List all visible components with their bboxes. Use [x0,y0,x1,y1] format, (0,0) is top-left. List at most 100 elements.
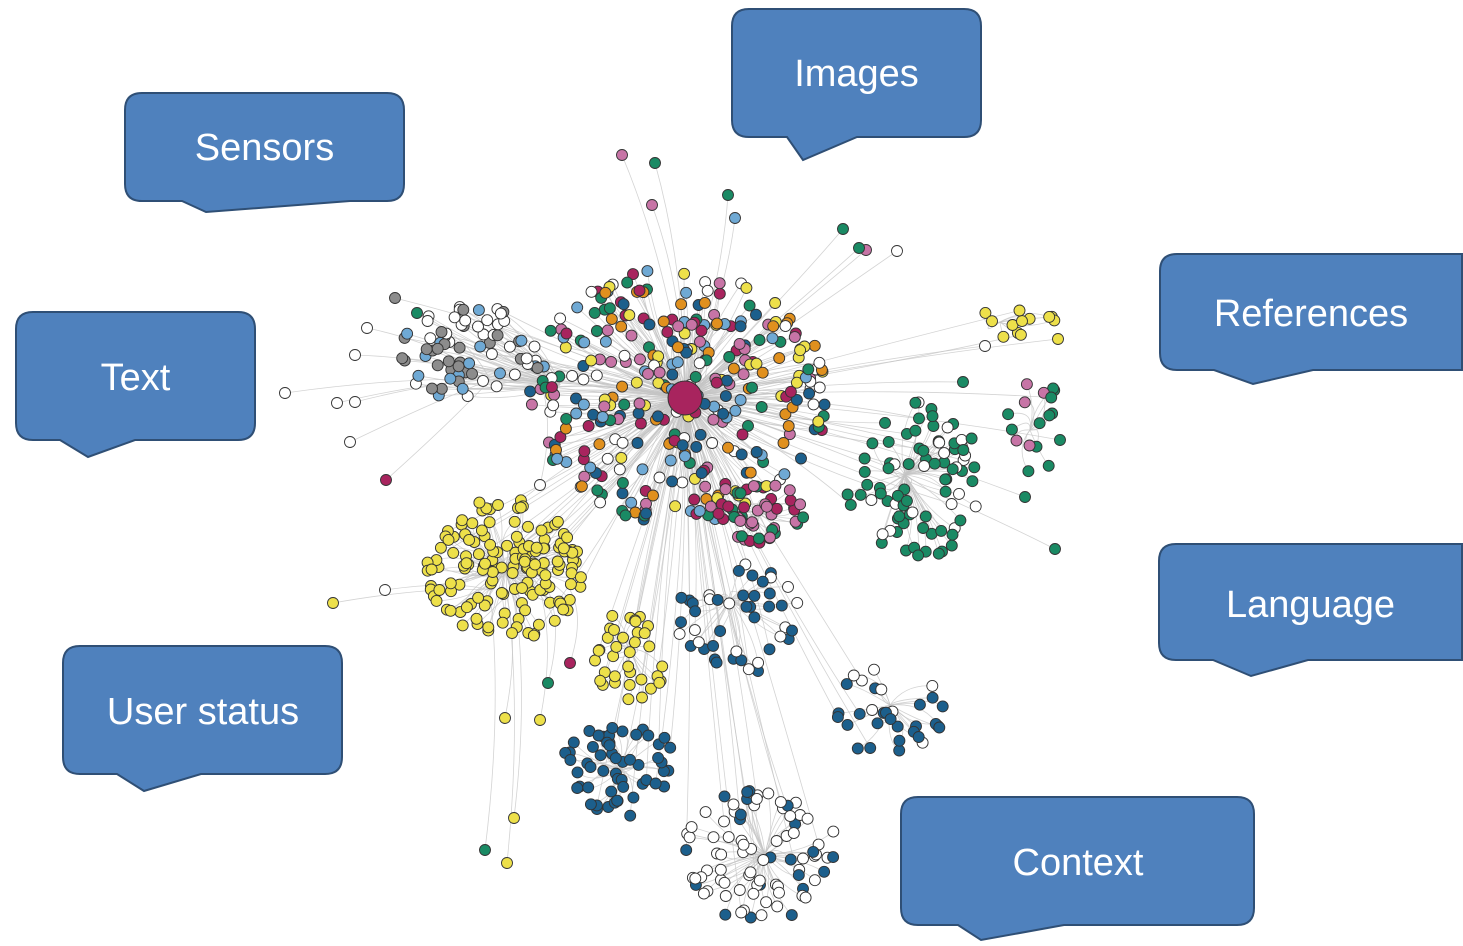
network-node [478,599,491,612]
network-edge [657,397,686,677]
network-node [840,678,853,691]
network-node [774,630,787,643]
network-node [773,352,786,365]
network-node [792,869,805,882]
network-node [571,766,584,779]
network-node [675,616,687,629]
network-node [501,857,513,869]
network-node [997,330,1010,343]
network-node [470,612,483,625]
network-node [460,557,473,570]
network-node [874,487,887,500]
network-node [750,446,763,458]
network-node [459,314,472,327]
network-node [812,415,825,428]
network-node [777,437,790,449]
network-node [570,392,582,405]
network-node [596,411,609,423]
network-node [636,463,649,476]
network-node [770,835,783,847]
network-node [718,815,730,828]
network-node [472,304,485,317]
network-node [574,571,587,584]
network-node [456,514,469,527]
network-node [491,329,504,342]
network-node [421,315,434,327]
network-node [657,315,670,328]
network-node [763,600,776,613]
network-node [622,660,635,673]
network-node [784,810,797,823]
network-node [584,761,597,773]
network-node [631,437,644,449]
network-node [694,428,707,441]
network-node [861,478,874,491]
network-node [508,368,521,381]
network-node [710,376,723,389]
network-node [635,673,648,686]
network-node [585,354,598,367]
network-node [954,514,967,527]
network-node [782,420,795,433]
network-node [647,489,659,502]
network-node [757,854,770,866]
network-node [741,786,754,798]
network-node [442,533,455,546]
network-node [627,268,639,281]
network-node [557,603,570,616]
network-node [473,496,486,509]
network-node [633,284,646,297]
network-node [717,407,730,420]
network-node [786,624,798,637]
network-node [794,344,807,357]
network-node [688,493,701,506]
network-node [710,656,723,669]
network-node [813,381,826,394]
network-node [788,331,801,344]
network-node [610,640,623,653]
network-node [723,597,736,610]
network-node [688,624,701,637]
network-node [349,396,361,408]
network-node [707,831,720,844]
network-node [986,315,998,328]
network-node [818,865,831,878]
network-node [738,501,750,514]
network-node [623,309,636,322]
network-node [744,466,757,479]
network-node [582,420,595,432]
network-node [453,341,466,354]
network-node [463,533,476,546]
network-node [664,741,677,754]
network-node [586,740,599,753]
network-node [933,436,946,449]
network-node [927,420,940,432]
network-node [721,374,733,387]
network-node [939,473,952,486]
network-node [926,691,939,704]
network-node [411,307,423,319]
network-node [1013,304,1026,317]
network-node [747,887,760,900]
network-node [712,507,725,520]
network-node [807,845,820,858]
network-node [506,627,518,640]
network-node [431,342,444,355]
network-node [1042,459,1055,472]
network-node [733,337,746,350]
network-node [909,396,922,409]
network-node [510,530,523,543]
network-node [646,199,658,211]
network-node [801,812,814,825]
network-node [623,646,636,659]
network-node [746,381,758,394]
network-node [525,398,538,411]
network-edge [539,589,548,721]
network-edge [580,397,686,587]
network-node [932,547,945,560]
network-node [917,444,930,457]
network-node [619,509,632,522]
network-node [769,297,782,309]
